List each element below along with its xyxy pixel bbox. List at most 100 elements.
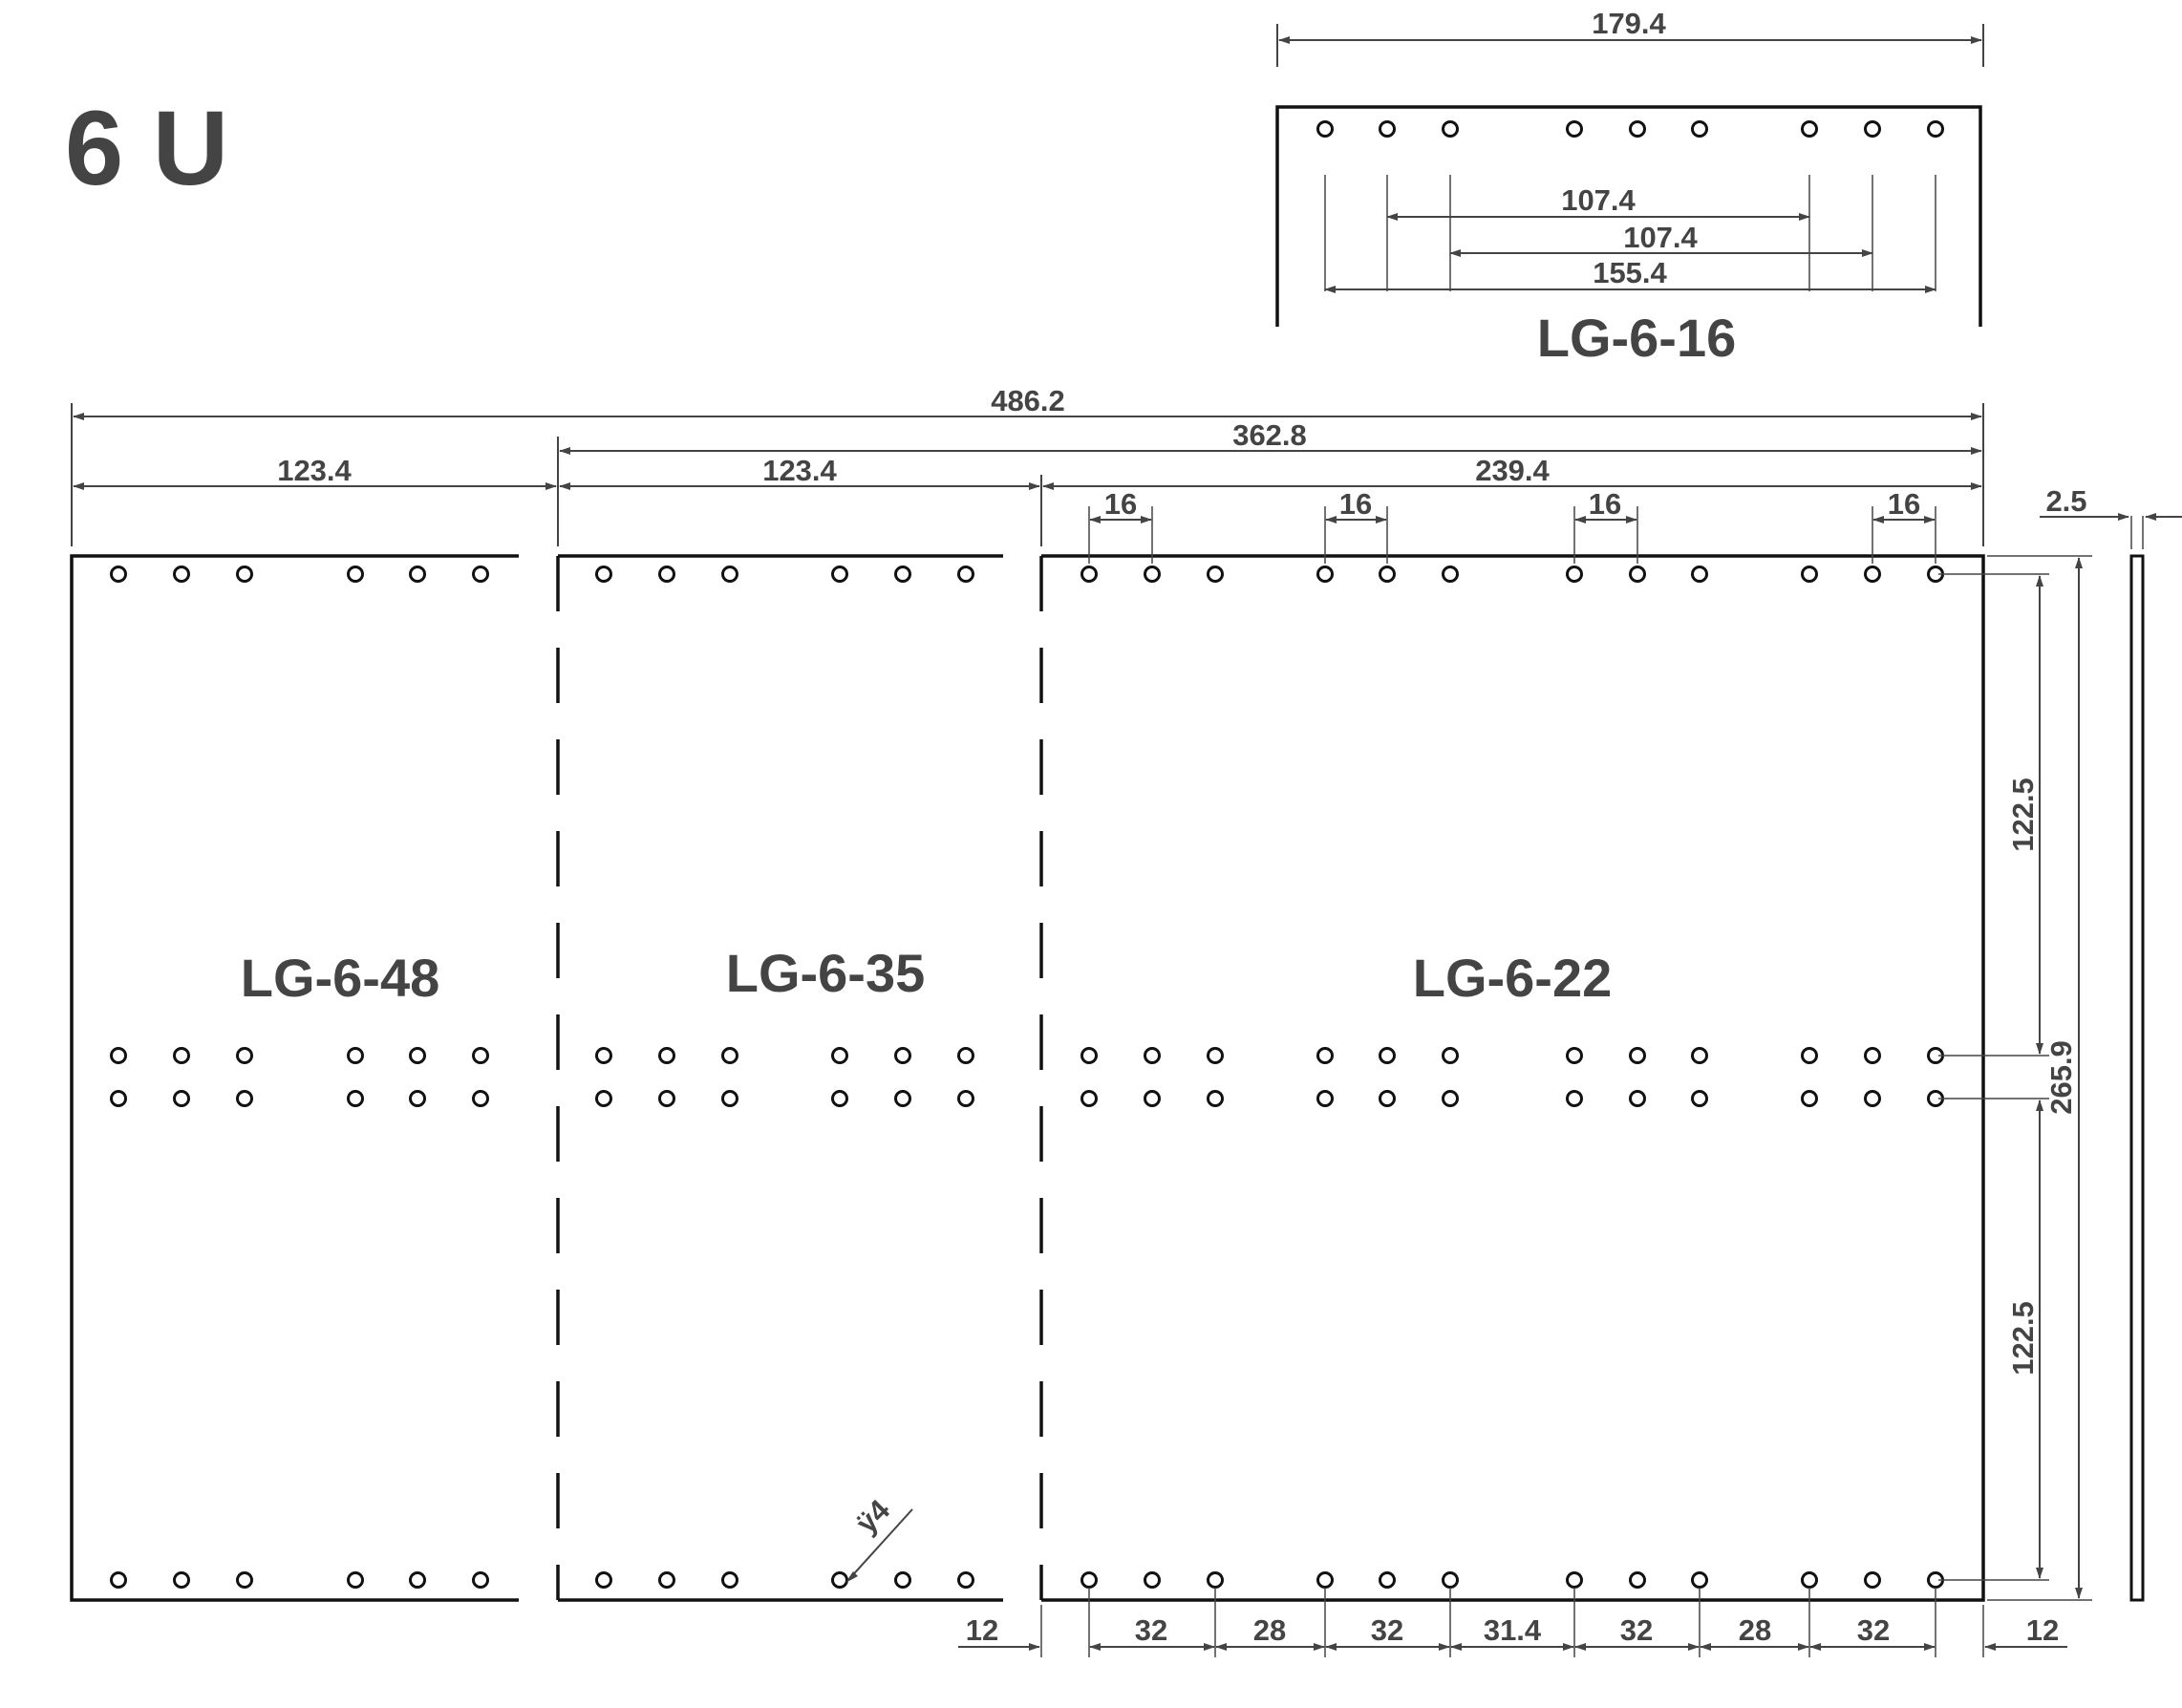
mounting-hole (1316, 1571, 1334, 1589)
mounting-hole (1316, 1090, 1334, 1107)
mounting-hole (1801, 1047, 1818, 1064)
mounting-hole (721, 1047, 738, 1064)
mounting-hole (1207, 566, 1224, 583)
mounting-hole (831, 1090, 848, 1107)
mounting-hole (831, 1571, 848, 1589)
mounting-hole (110, 566, 127, 583)
mounting-hole (831, 566, 848, 583)
mounting-hole (658, 1571, 675, 1589)
panel-label-lg-6-35: LG-6-35 (726, 943, 926, 1003)
mounting-hole (1080, 566, 1098, 583)
mounting-hole (347, 1047, 364, 1064)
mounting-hole (1442, 566, 1459, 583)
mounting-hole (721, 566, 738, 583)
mounting-hole (1691, 566, 1708, 583)
mounting-hole (1629, 120, 1646, 138)
arrowhead (1029, 1643, 1040, 1651)
mounting-hole (472, 1571, 489, 1589)
arrowhead (2145, 513, 2156, 521)
dim-16-a: 16 (1104, 487, 1137, 521)
mounting-hole (173, 1047, 190, 1064)
dim-123-4-a: 123.4 (277, 454, 352, 487)
mounting-hole (957, 566, 974, 583)
dim-179-4: 179.4 (1592, 7, 1666, 40)
mounting-hole (1442, 120, 1459, 138)
dim-265-9: 265.9 (2044, 1040, 2078, 1115)
mounting-hole (957, 1047, 974, 1064)
mounting-hole (1144, 566, 1161, 583)
mounting-hole (1207, 1047, 1224, 1064)
mounting-hole (409, 1571, 426, 1589)
mounting-hole (1691, 1090, 1708, 1107)
leader-line (847, 1508, 913, 1581)
mounting-hole (1629, 1047, 1646, 1064)
mounting-hole (957, 1090, 974, 1107)
mounting-hole (110, 1090, 127, 1107)
mounting-hole (1691, 120, 1708, 138)
dim-28-b: 28 (1739, 1613, 1771, 1647)
mounting-hole (347, 566, 364, 583)
mounting-hole (1864, 566, 1881, 583)
mounting-hole (1080, 1090, 1098, 1107)
mounting-hole (472, 1090, 489, 1107)
mounting-hole (1207, 1090, 1224, 1107)
mounting-hole (347, 1090, 364, 1107)
mounting-hole (1144, 1047, 1161, 1064)
mounting-hole (236, 566, 253, 583)
mounting-hole (1864, 1047, 1881, 1064)
mounting-hole (1207, 1571, 1224, 1589)
mounting-hole (595, 566, 612, 583)
mounting-hole (472, 1047, 489, 1064)
mounting-hole (1927, 120, 1944, 138)
mounting-hole (1379, 1047, 1396, 1064)
mounting-hole (1144, 1090, 1161, 1107)
mounting-hole (1566, 1090, 1583, 1107)
mounting-hole (173, 566, 190, 583)
dim-239-4: 239.4 (1475, 454, 1550, 487)
mounting-hole (1566, 120, 1583, 138)
panel-lg-6-16-outline (1275, 105, 1982, 327)
mounting-hole (1801, 120, 1818, 138)
mounting-hole (1566, 1571, 1583, 1589)
mounting-hole (1316, 566, 1334, 583)
hole-diameter-label: ÿ4 (849, 1492, 897, 1540)
mounting-hole (721, 1090, 738, 1107)
mounting-hole (1864, 120, 1881, 138)
mounting-hole (1080, 1047, 1098, 1064)
dim-32-a: 32 (1135, 1613, 1167, 1647)
mounting-hole (1629, 1571, 1646, 1589)
mounting-hole (472, 566, 489, 583)
dim-31-4: 31.4 (1484, 1613, 1542, 1647)
arrowhead (2118, 513, 2129, 521)
mounting-hole (1801, 1571, 1818, 1589)
mounting-hole (347, 1571, 364, 1589)
mounting-hole (595, 1047, 612, 1064)
dim-122-5-b: 122.5 (2006, 1301, 2040, 1376)
mounting-hole (658, 1047, 675, 1064)
dimension-lines (71, 24, 2182, 1657)
mounting-hole (1442, 1047, 1459, 1064)
mounting-hole (894, 1047, 911, 1064)
mounting-hole (658, 566, 675, 583)
mounting-hole (409, 1090, 426, 1107)
panel-label-lg-6-22: LG-6-22 (1413, 948, 1613, 1008)
mounting-hole (409, 1047, 426, 1064)
mounting-hole (236, 1571, 253, 1589)
mounting-hole (1442, 1571, 1459, 1589)
dim-122-5-a: 122.5 (2006, 778, 2040, 852)
panel-label-lg-6-16: LG-6-16 (1537, 308, 1737, 368)
dim-2-5: 2.5 (2045, 484, 2086, 518)
mounting-hole (1316, 120, 1334, 138)
mounting-hole (894, 566, 911, 583)
panel-lg-6-48-outline (70, 554, 519, 1602)
mounting-hole (721, 1571, 738, 1589)
mounting-hole (1379, 120, 1396, 138)
mounting-hole (173, 1571, 190, 1589)
dim-12-a: 12 (966, 1613, 998, 1647)
side-profile (2129, 554, 2145, 1602)
dim-32-b: 32 (1371, 1613, 1403, 1647)
mounting-hole (595, 1571, 612, 1589)
mounting-hole (1144, 1571, 1161, 1589)
mounting-hole (1691, 1571, 1708, 1589)
arrowhead (1984, 1643, 1996, 1651)
